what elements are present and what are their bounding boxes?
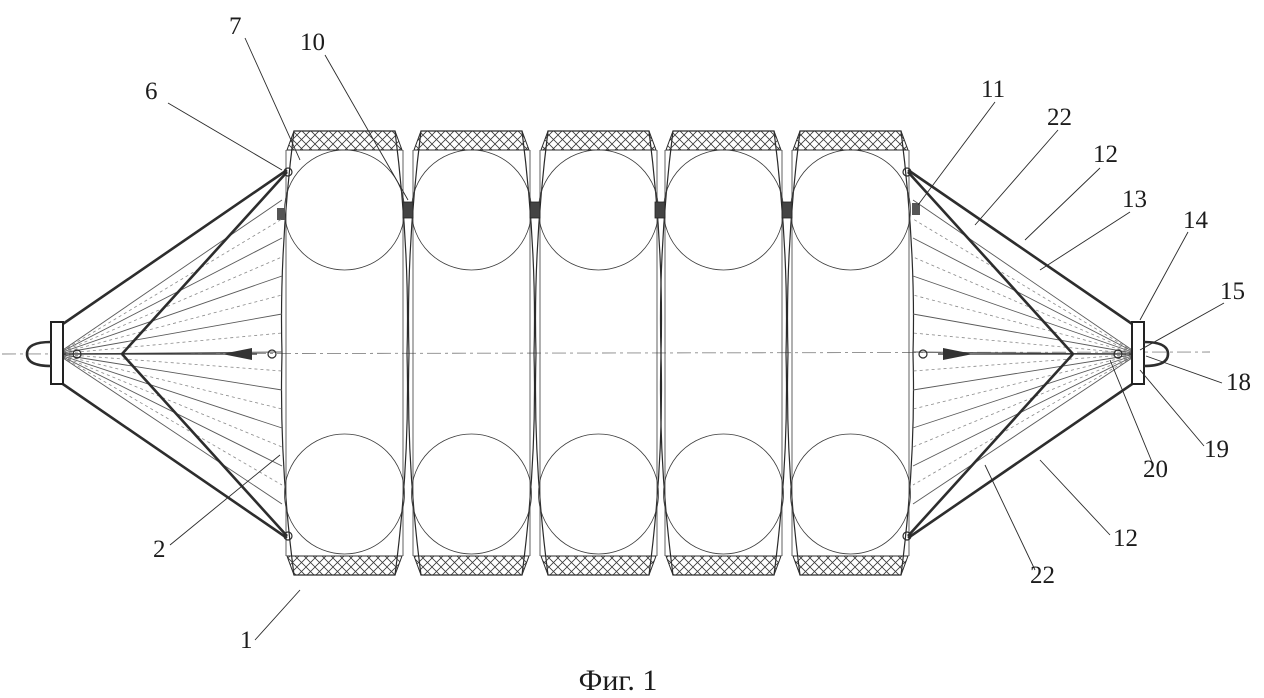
label-6: 6 (145, 78, 158, 105)
module-mesh-top (666, 131, 781, 150)
outer-strap-upper (57, 170, 287, 328)
rigging-line (57, 354, 282, 485)
rigging-line (57, 238, 282, 354)
end-connector (277, 208, 285, 220)
outer-strap-upper (908, 170, 1138, 328)
label-22-top: 22 (1047, 104, 1072, 131)
pontoon-lower (285, 434, 405, 554)
label-7: 7 (229, 13, 242, 40)
label-20: 20 (1143, 456, 1168, 483)
pontoon-lower (412, 434, 532, 554)
leader-line (1140, 370, 1204, 446)
pontoon-upper (412, 150, 532, 270)
rigging-line (913, 354, 1138, 485)
label-10: 10 (300, 29, 325, 56)
pontoon-lower (664, 434, 784, 554)
label-12-top: 12 (1093, 141, 1118, 168)
inner-strap-upper (122, 172, 287, 354)
end-connector (912, 203, 920, 215)
rigging-line (913, 354, 1138, 466)
leader-line (918, 102, 995, 205)
label-11: 11 (981, 76, 1005, 103)
module-mesh-bottom (666, 556, 781, 575)
label-22-bottom: 22 (1030, 562, 1055, 589)
module-mesh-bottom (414, 556, 529, 575)
rigging-line (913, 354, 1138, 504)
leader-line (1140, 303, 1224, 350)
rigging-line (57, 354, 282, 390)
leader-line (245, 38, 300, 160)
left-rigging (27, 168, 292, 540)
module-mesh-top (793, 131, 908, 150)
module-group (277, 131, 920, 575)
figure-caption: Фиг. 1 (579, 664, 658, 697)
rigging-line (913, 238, 1138, 354)
leader-line (255, 590, 300, 640)
shackle-plate (51, 322, 63, 384)
label-15: 15 (1220, 278, 1245, 305)
rigging-line (913, 314, 1138, 354)
module-mesh-bottom (793, 556, 908, 575)
rigging-line (913, 354, 1138, 428)
right-rigging (903, 168, 1168, 540)
module-connector (782, 202, 792, 218)
tether-thimble (943, 348, 973, 360)
module-mesh-top (287, 131, 402, 150)
label-19: 19 (1204, 436, 1229, 463)
module-connector (655, 202, 665, 218)
shackle-plate (1132, 322, 1144, 384)
inner-strap-lower (908, 354, 1073, 536)
leader-line (1040, 460, 1110, 535)
leader-line (168, 103, 282, 170)
leader-line (975, 130, 1058, 225)
pontoon-upper (664, 150, 784, 270)
label-13: 13 (1122, 186, 1147, 213)
module-mesh-top (414, 131, 529, 150)
module-connector (530, 202, 540, 218)
pontoon-lower (539, 434, 659, 554)
label-12-bottom: 12 (1113, 525, 1138, 552)
pontoon-lower (791, 434, 911, 554)
label-1: 1 (240, 627, 253, 654)
inner-strap-upper (908, 172, 1073, 354)
pontoon-upper (539, 150, 659, 270)
outer-strap-lower (57, 380, 287, 538)
label-18: 18 (1226, 369, 1251, 396)
rigging-line (57, 314, 282, 354)
rigging-line (913, 200, 1138, 354)
pontoon-upper (791, 150, 911, 270)
leader-line (1146, 356, 1222, 383)
label-2: 2 (153, 536, 166, 563)
tether-eye (919, 350, 927, 358)
module-mesh-bottom (541, 556, 656, 575)
rigging-line (57, 354, 282, 428)
leader-line (985, 465, 1035, 570)
leader-line (1140, 232, 1188, 320)
rigging-line (913, 354, 1138, 447)
rigging-line (913, 354, 1138, 390)
rigging-line (57, 354, 282, 447)
leader-line (325, 55, 408, 200)
module-mesh-top (541, 131, 656, 150)
leader-line (1025, 168, 1100, 240)
label-14: 14 (1183, 207, 1209, 234)
tether-thimble (222, 348, 252, 360)
rigging-line (57, 354, 282, 466)
rigging-line (57, 276, 282, 354)
inner-strap-lower (122, 354, 287, 536)
rigging-line (913, 276, 1138, 354)
module-mesh-bottom (287, 556, 402, 575)
module-connector (403, 202, 413, 218)
outer-strap-lower (908, 380, 1138, 538)
rigging-line (57, 200, 282, 354)
leader-line (1040, 212, 1130, 270)
pontoon-upper (285, 150, 405, 270)
